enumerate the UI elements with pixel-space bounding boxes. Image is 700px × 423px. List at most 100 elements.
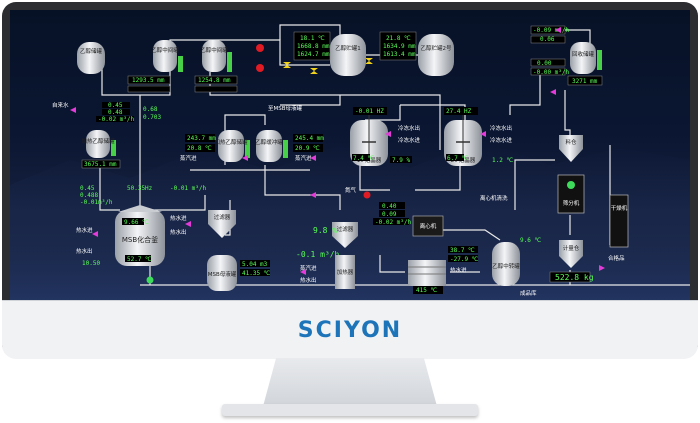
valve-yellow-top-1[interactable] xyxy=(283,62,291,68)
heater-unit[interactable]: 加热器 xyxy=(335,255,355,289)
weigher[interactable]: 计量仓 xyxy=(559,240,583,268)
store-tank-2[interactable]: 乙醇贮罐2号 xyxy=(418,34,454,76)
tank-level-2-readout: 1254.8 mm xyxy=(198,77,231,84)
store2-level: 1634.9 mm xyxy=(383,43,416,50)
cent-b: 0.09 xyxy=(382,211,397,218)
recycle-flow: -0.09 m³/h xyxy=(533,27,570,34)
r1-b: 7.4 ℃ xyxy=(353,155,374,162)
weigh-readout: 522.8 kg xyxy=(555,273,594,282)
svg-text:冷冻水进: 冷冻水进 xyxy=(398,136,421,144)
mother-b: 41.35 ℃ xyxy=(242,270,271,277)
svg-text:MSB母液罐: MSB母液罐 xyxy=(208,270,237,278)
svg-text:乙醇缓冲罐: 乙醇缓冲罐 xyxy=(255,138,283,146)
buffer-small-b[interactable]: 乙醇缓冲罐 xyxy=(255,130,288,162)
level-bar xyxy=(283,140,288,158)
separator[interactable]: 筛分机 xyxy=(557,174,585,214)
recycle-tank[interactable]: 回收储罐 xyxy=(570,42,602,74)
svg-text:计量仓: 计量仓 xyxy=(563,244,580,252)
filter-2[interactable]: 过滤器 xyxy=(332,222,358,248)
svg-text:乙醇贮罐2号: 乙醇贮罐2号 xyxy=(421,44,452,52)
acetylene-tank[interactable]: 乙醇储罐 xyxy=(77,42,105,74)
process-diagram: 乙醇储罐 乙醇中间罐 乙醇中间罐 1293.5 mm 1254.8 mm 乙醇贮… xyxy=(10,24,690,300)
svg-text:乙醇储罐: 乙醇储罐 xyxy=(80,47,103,55)
store1-level2: 1624.7 mm xyxy=(297,51,330,58)
high-val-b: -0.00 m³/h xyxy=(533,69,570,76)
buffer-tank-a[interactable]: 乙醇中间罐 xyxy=(151,40,183,72)
filter-pct: 9.8 % xyxy=(313,226,337,235)
buf-b2: 20.9 ℃ xyxy=(295,145,320,152)
small-tank-left[interactable]: 加热乙醇储罐 xyxy=(81,130,116,158)
mixer-level: 52.7 ℃ xyxy=(127,256,152,263)
recycle-val: 0.06 xyxy=(540,36,555,43)
centrifuge[interactable]: 离心机 xyxy=(412,215,444,237)
mixer-in-level: 3675.1 mm xyxy=(84,161,117,168)
alcohol-recovery-tank[interactable]: 乙醇中转罐 xyxy=(492,242,520,286)
hot-water-out-label: 热水出 xyxy=(76,247,93,255)
mother-a: 5.04 m3 xyxy=(242,261,268,268)
level-bar xyxy=(597,50,602,70)
dryer-temp: 415 ℃ xyxy=(416,287,437,294)
valve-red-top-2[interactable] xyxy=(256,64,264,72)
buffer-tank-b[interactable]: 乙醇中间罐 xyxy=(200,40,232,72)
level-bar xyxy=(227,52,232,72)
monitor-chin xyxy=(2,300,698,359)
r1-a: -0.01 HZ xyxy=(355,108,384,115)
mixer-temp: 9.66 ℃ xyxy=(124,219,149,226)
to-recovery-label: 至MSB母液罐 xyxy=(268,104,303,112)
alc-b: -27.9 ℃ xyxy=(450,256,479,263)
r2-a: 27.4 HZ xyxy=(446,108,472,115)
cent-a: 0.40 xyxy=(382,203,397,210)
svg-text:离心机清洗: 离心机清洗 xyxy=(480,194,508,202)
svg-text:氮气: 氮气 xyxy=(345,186,357,194)
buf-a1: 243.7 mm xyxy=(187,135,216,142)
svg-text:料仓: 料仓 xyxy=(565,138,577,146)
dryer[interactable] xyxy=(408,260,446,286)
valve-red-centrifuge[interactable] xyxy=(363,191,371,199)
v-small-4: 50.35Hz xyxy=(127,185,153,192)
scada-screen: 乙醇储罐 乙醇中间罐 乙醇中间罐 1293.5 mm 1254.8 mm 乙醇贮… xyxy=(10,10,690,300)
valve-yellow-top-2[interactable] xyxy=(310,68,318,74)
filter-1[interactable]: 过滤器 xyxy=(208,210,236,238)
valve-mixer-bottom[interactable] xyxy=(146,276,154,284)
hopper[interactable]: 料仓 xyxy=(559,135,583,162)
store-tank-1[interactable]: 乙醇贮罐1 xyxy=(330,34,366,76)
valve-yellow-top-3[interactable] xyxy=(365,58,373,64)
monitor-stand-neck xyxy=(262,358,438,410)
svg-text:乙醇中间罐: 乙醇中间罐 xyxy=(200,46,228,54)
svg-text:蒸汽进: 蒸汽进 xyxy=(295,154,312,162)
v-small-1: 0.45 xyxy=(80,185,95,192)
svg-text:冷冻水出: 冷冻水出 xyxy=(490,124,512,132)
v-small-7: 0.703 xyxy=(143,114,161,121)
water-in-label: 自来水 xyxy=(52,101,69,109)
packer[interactable]: 干燥机 xyxy=(609,194,629,248)
svg-text:过滤器: 过滤器 xyxy=(337,225,354,233)
svg-text:加热器: 加热器 xyxy=(337,268,354,276)
hot-water-in-label: 热水进 xyxy=(76,226,93,234)
buf-b1: 245.4 mm xyxy=(295,135,324,142)
hot-in-val: 10.50 xyxy=(82,260,100,267)
level-bar xyxy=(245,140,250,158)
tank-level-1-readout: 1293.5 mm xyxy=(132,77,165,84)
svg-text:乙醇中间罐: 乙醇中间罐 xyxy=(151,46,179,54)
svg-text:冷冻水出: 冷冻水出 xyxy=(398,124,420,132)
cent-c: -0.02 m³/h xyxy=(375,219,412,226)
svg-text:热水进: 热水进 xyxy=(170,214,187,222)
store2-level2: 1613.4 mm xyxy=(383,51,416,58)
level-bar xyxy=(111,140,116,156)
svg-text:热水出: 热水出 xyxy=(300,276,317,284)
svg-text:加热乙醇储罐: 加热乙醇储罐 xyxy=(81,137,115,145)
valve-red-top-1[interactable] xyxy=(256,44,264,52)
brand-logo: SCIYON xyxy=(297,318,403,343)
v-small-3: -0.01m³/h xyxy=(80,199,113,206)
svg-text:过滤器: 过滤器 xyxy=(214,213,231,221)
svg-text:筛分机: 筛分机 xyxy=(563,199,580,207)
filter-flow: -0.1 m³/h xyxy=(296,250,340,259)
mother-tank[interactable]: MSB母液罐 xyxy=(207,255,237,291)
v1: 0.45 xyxy=(108,102,123,109)
buffer-small-a[interactable]: 加热乙醇储罐 xyxy=(214,130,250,162)
v-small-2: 0.488 xyxy=(80,192,98,199)
flow-arrows xyxy=(70,27,605,275)
high-level: 3271 mm xyxy=(572,78,598,85)
buf-a2: 20.8 ℃ xyxy=(187,145,212,152)
r2-c: 1.2 ℃ xyxy=(492,157,513,164)
